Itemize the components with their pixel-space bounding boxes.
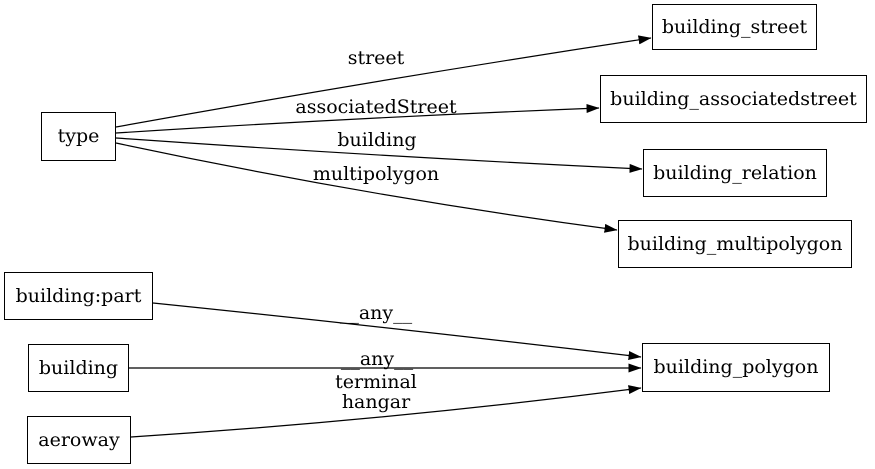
node-label-building_relation: building_relation — [653, 161, 817, 184]
edge-label-building_part-to-building_polygon: __any__ — [339, 302, 413, 324]
edge-label-type-to-building_multipolygon: multipolygon — [312, 163, 440, 185]
node-label-type: type — [57, 125, 100, 147]
node-building_relation: building_relation — [643, 149, 827, 197]
edge-label-type-to-building_street: street — [347, 47, 405, 69]
node-label-building_polygon: building_polygon — [653, 356, 819, 378]
node-label-building_associatedstreet: building_associatedstreet — [610, 87, 857, 110]
node-building_associatedstreet: building_associatedstreet — [600, 75, 867, 123]
edge-type-to-building_multipolygon — [115, 142, 618, 233]
edge-building_part-to-building_polygon — [152, 302, 642, 360]
edge-label-type-to-building_associatedstreet: associatedStreet — [295, 96, 457, 118]
node-label-building: building — [38, 356, 119, 379]
edge-label-type-to-building_relation: building — [337, 129, 417, 151]
edge-label-aeroway-to-building_polygon-line2: hangar — [341, 391, 411, 413]
node-building_part: building:part — [4, 272, 153, 320]
edge-type-to-building_associatedstreet — [115, 103, 600, 134]
edge-label-building-to-building_polygon: __any__ — [340, 348, 414, 370]
node-building_street: building_street — [652, 4, 817, 50]
edge-aeroway-to-building_polygon — [130, 385, 642, 438]
node-label-building_street: building_street — [661, 15, 808, 38]
node-label-aeroway: aeroway — [38, 428, 120, 451]
node-aeroway: aeroway — [27, 416, 131, 464]
edge-label-aeroway-to-building_polygon-line1: terminal — [335, 371, 417, 393]
node-label-building_part: building:part — [15, 284, 142, 307]
node-label-building_multipolygon: building_multipolygon — [627, 232, 843, 255]
node-building: building — [28, 344, 129, 392]
node-building_polygon: building_polygon — [642, 343, 830, 392]
edge-type-to-building_relation — [115, 137, 643, 173]
edge-type-to-building_street — [115, 35, 652, 128]
node-building_multipolygon: building_multipolygon — [618, 220, 852, 268]
node-type: type — [41, 112, 116, 161]
